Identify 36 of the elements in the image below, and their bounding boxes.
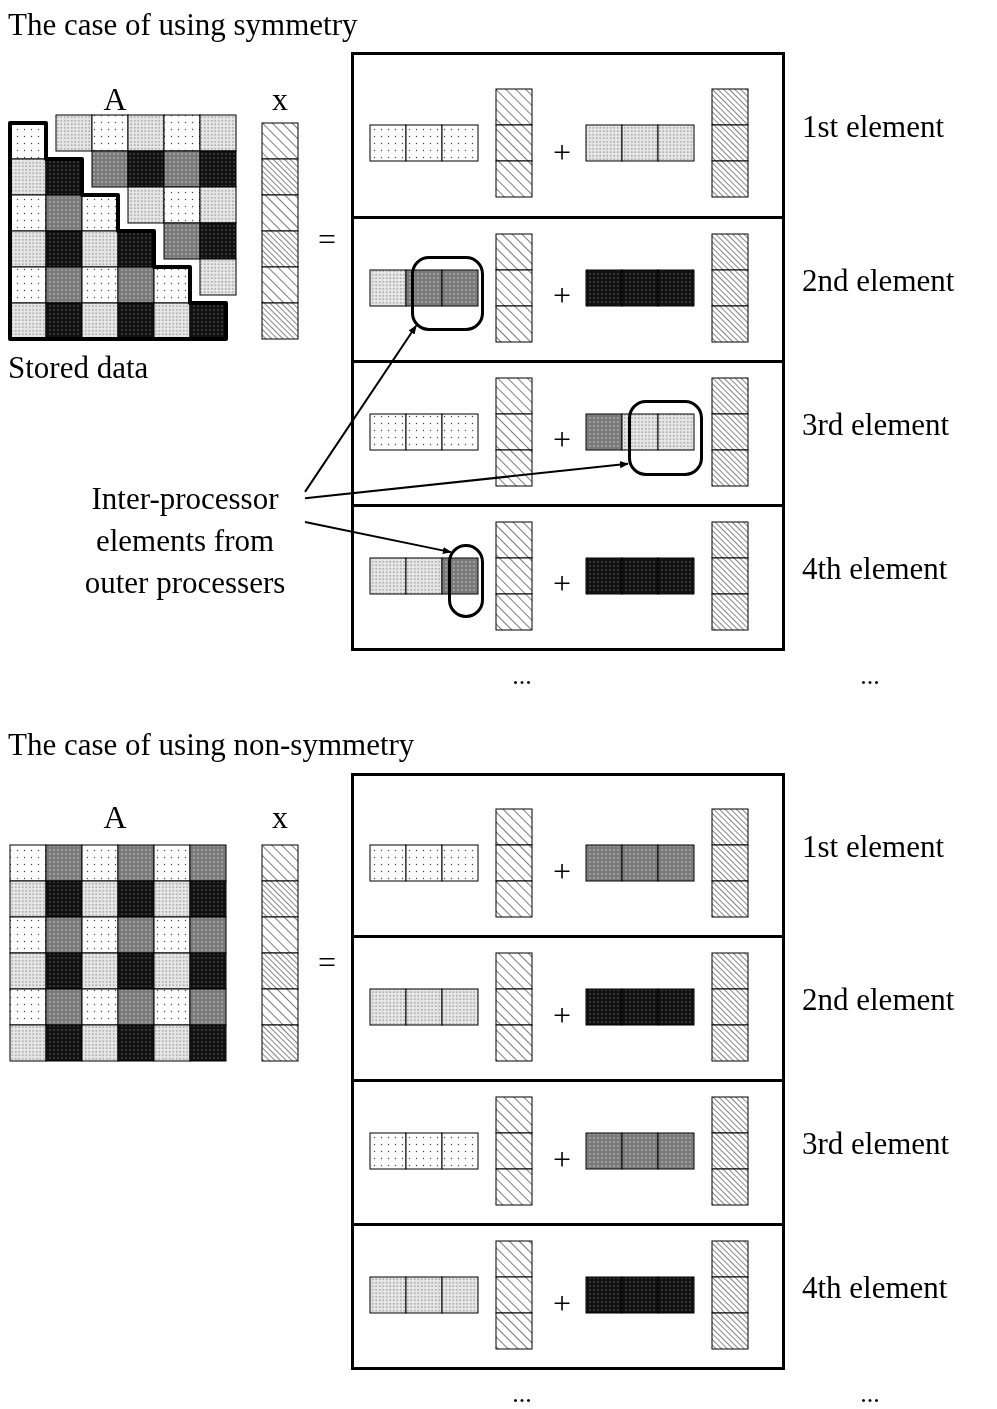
row-label: 4th element	[802, 550, 948, 587]
vector-label: x	[272, 82, 288, 118]
row-label: 3rd element	[802, 406, 950, 443]
section-heading: The case of using non-symmetry	[8, 727, 415, 763]
plus-sign: +	[553, 1286, 571, 1322]
rounded-outline	[628, 400, 703, 476]
row-label: 4th element	[802, 1269, 948, 1306]
row-label: 2nd element	[802, 262, 955, 299]
ellipsis: ...	[860, 1379, 880, 1409]
rounded-outline	[448, 544, 484, 618]
plus-sign: +	[553, 278, 571, 314]
matrix-label: A	[103, 800, 127, 836]
leader-arrow	[304, 521, 452, 555]
plus-sign: +	[553, 135, 571, 171]
ellipsis: ...	[512, 661, 532, 691]
equals-sign: =	[318, 222, 336, 258]
row-label: 2nd element	[802, 981, 955, 1018]
plus-sign: +	[553, 998, 571, 1034]
leader-arrow	[304, 461, 629, 500]
leader-arrow	[304, 324, 418, 493]
caption: Stored data	[8, 350, 149, 386]
plus-sign: +	[553, 1142, 571, 1178]
plus-sign: +	[553, 422, 571, 458]
plus-sign: +	[553, 854, 571, 890]
matrix-label: A	[103, 82, 127, 118]
ellipsis: ...	[512, 1379, 532, 1409]
equals-sign: =	[318, 945, 336, 981]
annotation-text: Inter-processor elements from outer processers	[65, 478, 305, 604]
row-label: 1st element	[802, 108, 945, 145]
row-label: 1st element	[802, 828, 945, 865]
row-label: 3rd element	[802, 1125, 950, 1162]
ellipsis: ...	[860, 661, 880, 691]
plus-sign: +	[553, 566, 571, 602]
rounded-outline	[411, 256, 484, 331]
vector-label: x	[272, 800, 288, 836]
section-heading: The case of using symmetry	[8, 7, 358, 43]
